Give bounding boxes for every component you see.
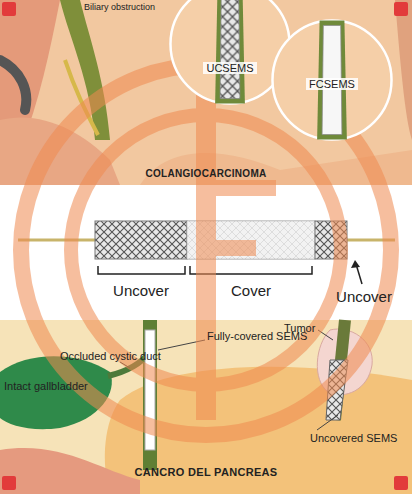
inset-label: UCSEMS bbox=[203, 62, 256, 74]
structure-label: Intact gallbladder bbox=[4, 380, 88, 393]
section-title: CANCRO DEL PANCREAS bbox=[135, 466, 278, 479]
part-label: Uncover bbox=[113, 282, 169, 299]
structure-label: Tumor bbox=[284, 322, 315, 335]
structure-label: Biliary obstruction bbox=[84, 2, 155, 12]
part-label: Uncover bbox=[336, 288, 392, 305]
structure-label: Occluded cystic duct bbox=[60, 350, 161, 363]
section-title: COLANGIOCARCINOMA bbox=[145, 168, 266, 180]
inset-label: FCSEMS bbox=[306, 78, 358, 90]
structure-label: Uncovered SEMS bbox=[310, 432, 397, 445]
magnified-inset: FCSEMS bbox=[270, 18, 394, 142]
inset-label-wrap: FCSEMS bbox=[270, 74, 394, 92]
part-label: Cover bbox=[231, 282, 271, 299]
